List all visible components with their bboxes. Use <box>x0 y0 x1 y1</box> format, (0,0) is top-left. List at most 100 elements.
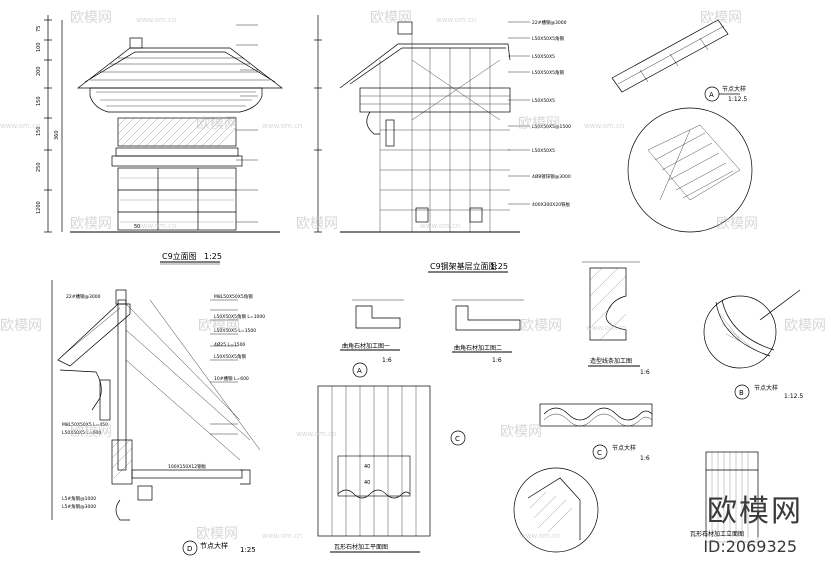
node-a-scale: 1:12.5 <box>728 96 747 103</box>
svg-text:www.om.cn: www.om.cn <box>584 122 624 130</box>
svg-text:L50X50X5 L=1500: L50X50X5 L=1500 <box>214 328 256 334</box>
tile-stone-elevation <box>705 451 759 543</box>
node-d-symbol: D <box>187 545 192 553</box>
svg-text:150: 150 <box>36 96 42 106</box>
svg-text:22#槽钢@3000: 22#槽钢@3000 <box>532 19 567 26</box>
svg-text:4Ø8镀锌钢@3000: 4Ø8镀锌钢@3000 <box>532 173 571 180</box>
svg-text:L50X50X5@1500: L50X50X5@1500 <box>532 124 571 130</box>
svg-text:欧模网: 欧模网 <box>0 318 42 334</box>
node-c-title: 节点大样 <box>612 444 636 452</box>
svg-text:www.om.cn: www.om.cn <box>296 430 336 438</box>
svg-text:www.om.cn: www.om.cn <box>420 222 460 230</box>
svg-text:www.om.cn: www.om.cn <box>520 532 560 540</box>
svg-text:150: 150 <box>36 126 42 136</box>
svg-text:360: 360 <box>54 130 60 140</box>
svg-text:欧模网: 欧模网 <box>296 216 338 232</box>
svg-text:www.om.cn: www.om.cn <box>262 122 302 130</box>
c9-frame-title: C9钢架基层立面图 <box>430 261 497 271</box>
c9-elevation-scale: 1:25 <box>204 252 222 261</box>
corner-stone-details <box>340 299 524 353</box>
svg-text:欧模网: 欧模网 <box>700 10 742 26</box>
c9-steel-frame-view <box>314 15 530 273</box>
svg-text:欧模网: 欧模网 <box>196 526 238 542</box>
svg-text:L50X50X5角钢: L50X50X5角钢 <box>214 353 246 360</box>
svg-text:欧模网: 欧模网 <box>500 424 542 440</box>
tile-plan-title: 瓦形石材加工平面图 <box>334 543 388 551</box>
svg-text:www.om.cn: www.om.cn <box>136 222 176 230</box>
svg-text:L50X50X5: L50X50X5 <box>532 54 555 60</box>
watermark-layer: 欧模网 www.om.cn 欧模网 www.om.cn 欧模网 www.om.c… <box>0 10 826 542</box>
svg-text:250: 250 <box>36 162 42 172</box>
image-id-label: ID:2069325 <box>699 537 801 556</box>
svg-text:1200: 1200 <box>36 201 42 214</box>
svg-text:100X150X12钢板: 100X150X12钢板 <box>168 463 207 470</box>
node-b-title: 节点大样 <box>754 384 778 392</box>
svg-text:40: 40 <box>364 464 370 470</box>
svg-text:欧模网: 欧模网 <box>520 318 562 334</box>
svg-text:欧模网: 欧模网 <box>70 10 112 26</box>
tile-plan-symbol-a: A <box>357 367 362 375</box>
svg-text:4Ø25 L=1500: 4Ø25 L=1500 <box>214 341 245 348</box>
svg-text:L5#角钢@3000: L5#角钢@3000 <box>62 503 96 510</box>
tile-plan-symbol-c: C <box>455 435 460 443</box>
svg-text:www.om.cn: www.om.cn <box>0 122 40 130</box>
svg-text:100: 100 <box>36 42 42 52</box>
svg-text:欧模网: 欧模网 <box>70 216 112 232</box>
svg-text:www.om.cn: www.om.cn <box>262 532 302 540</box>
node-c-symbol: C <box>597 449 602 457</box>
svg-text:M8L50X50X5角钢: M8L50X50X5角钢 <box>214 293 253 300</box>
node-b-detail <box>703 289 801 400</box>
svg-text:欧模网: 欧模网 <box>70 424 112 440</box>
node-c-scale: 1:6 <box>640 455 650 462</box>
node-d-callouts: 22#槽钢@3000 M8L50X50X5角钢 L50X50X5角钢 L=100… <box>62 293 265 510</box>
svg-text:欧模网: 欧模网 <box>198 318 240 334</box>
svg-text:欧模网: 欧模网 <box>370 10 412 26</box>
profile-stone-scale: 1:6 <box>640 369 650 376</box>
node-a-title: 节点大样 <box>722 85 746 93</box>
svg-text:L50X50X5: L50X50X5 <box>532 98 555 104</box>
svg-text:L50X50X5 L=600: L50X50X5 L=600 <box>62 430 101 436</box>
svg-text:400X300X20铁板: 400X300X20铁板 <box>532 201 571 208</box>
c9-frame-scale: 1:25 <box>490 262 508 271</box>
svg-text:www.om.cn: www.om.cn <box>586 324 626 332</box>
node-b-scale: 1:12.5 <box>784 393 803 400</box>
site-logo-watermark: 欧模网 <box>707 494 803 529</box>
svg-text:M8L50X50X5 L=450: M8L50X50X5 L=450 <box>62 422 108 428</box>
node-c-detail <box>513 403 653 553</box>
node-a-symbol: A <box>709 91 714 99</box>
svg-text:欧模网: 欧模网 <box>716 216 758 232</box>
node-b-symbol: B <box>739 389 744 397</box>
profile-stone-title: 造型线条加工图 <box>590 357 632 365</box>
node-d-title: 节点大样 <box>200 541 228 550</box>
node-d-scale: 1:25 <box>240 546 256 554</box>
svg-text:22#槽钢@3000: 22#槽钢@3000 <box>66 293 101 300</box>
svg-text:L50X50X5: L50X50X5 <box>532 148 555 154</box>
node-a-detail <box>611 19 753 233</box>
svg-text:75: 75 <box>36 26 42 32</box>
corner-stone-1-title: 曲角石材加工图一 <box>342 342 390 350</box>
c9-elevation-dims: 75 100 200 150 150 250 360 1200 50 <box>36 26 140 230</box>
tile-elev-title: 瓦形石材加工立面图 <box>690 530 744 538</box>
corner-stone-2-title: 曲角石材加工图二 <box>454 344 502 352</box>
svg-text:200: 200 <box>36 66 42 76</box>
svg-text:欧模网: 欧模网 <box>518 116 560 132</box>
svg-text:欧模网: 欧模网 <box>784 318 826 334</box>
c9-steel-frame-callouts: 22#槽钢@3000 L50X50X5角钢 L50X50X5 L50X50X5角… <box>532 19 571 208</box>
svg-text:10#槽钢 L=600: 10#槽钢 L=600 <box>214 375 249 382</box>
profile-stone-detail <box>582 261 640 367</box>
svg-text:L50X50X5角钢: L50X50X5角钢 <box>532 35 564 42</box>
tile-stone-plan <box>317 362 466 553</box>
svg-text:40: 40 <box>364 480 370 486</box>
corner-stone-1-scale: 1:6 <box>382 357 392 364</box>
c9-elevation-title: C9立面图 <box>162 251 197 261</box>
svg-text:50: 50 <box>134 224 140 230</box>
svg-text:www.om.cn: www.om.cn <box>136 16 176 24</box>
svg-text:L5#角钢@1000: L5#角钢@1000 <box>62 495 96 502</box>
corner-stone-2-scale: 1:6 <box>492 357 502 364</box>
svg-text:L50X50X5角钢: L50X50X5角钢 <box>532 69 564 76</box>
svg-text:L50X50X5角钢 L=1000: L50X50X5角钢 L=1000 <box>214 313 265 320</box>
svg-text:欧模网: 欧模网 <box>196 116 238 132</box>
svg-text:www.om.cn: www.om.cn <box>436 16 476 24</box>
node-d-detail <box>51 280 261 556</box>
